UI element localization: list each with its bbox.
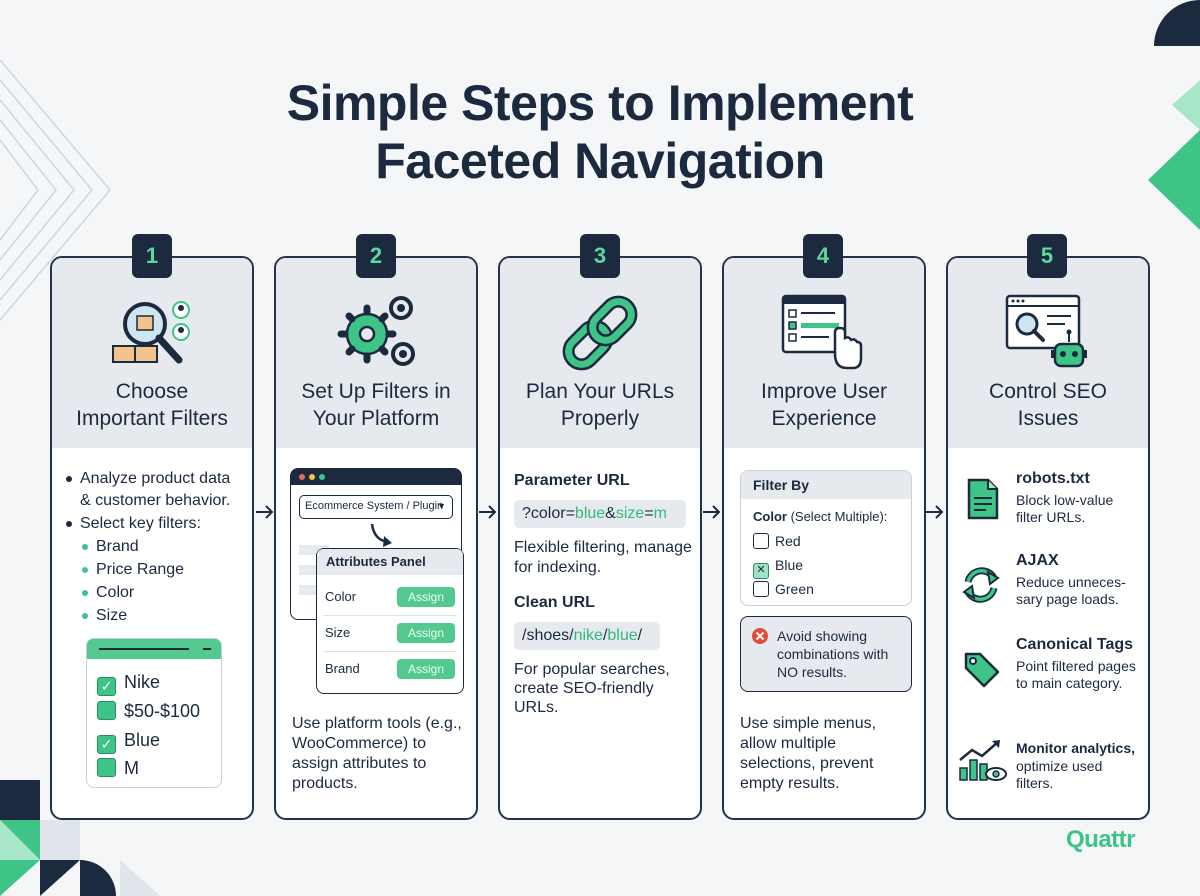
arrow-right-icon	[703, 505, 721, 519]
checkbox-icon[interactable]	[97, 758, 116, 777]
option-red[interactable]: Red	[753, 533, 801, 549]
step-4-title: Improve User Experience	[760, 380, 888, 430]
attributes-panel: Attributes Panel Color Assign Size Assig…	[316, 548, 464, 694]
step-card-4: Improve User Experience Filter By Color …	[722, 256, 926, 820]
step-card-5: Control SEO Issues robots.txt Block low-…	[946, 256, 1150, 820]
attributes-panel-title: Attributes Panel	[317, 549, 463, 575]
checklist-item-m[interactable]: M	[97, 757, 139, 779]
parameter-url-example: ?color=blue&size=m	[514, 500, 686, 528]
attribute-label: Brand	[325, 661, 360, 676]
step-1-bullets: Analyze product data & customer behavior…	[64, 468, 244, 628]
step-2-description: Use platform tools (e.g., WooCommerce) t…	[292, 715, 462, 792]
clean-url-example: /shoes/nike/blue/	[514, 622, 660, 650]
robots-text: Block low-value filter URLs.	[1016, 492, 1114, 525]
canonical-heading: Canonical Tags	[1016, 636, 1134, 653]
checkbox-icon[interactable]	[97, 701, 116, 720]
checkbox-checked-icon[interactable]: ✓	[97, 735, 116, 754]
step-3-badge: 3	[580, 234, 620, 278]
attribute-label: Color	[325, 589, 357, 604]
step-1-badge: 1	[132, 234, 172, 278]
gears-icon	[337, 296, 415, 366]
assign-color-button[interactable]: Assign	[397, 587, 455, 607]
refresh-icon	[962, 567, 1000, 603]
arrow-right-icon	[926, 505, 944, 519]
document-icon	[967, 478, 999, 520]
attribute-label: Size	[325, 625, 351, 640]
filter-by-heading: Filter By	[741, 471, 911, 499]
chevron-down-icon: ▼	[437, 501, 446, 511]
step-2-title: Set Up Filters in Your Platform	[301, 380, 451, 430]
empty-results-warning: Avoid showing combinations with NO resul…	[740, 616, 912, 692]
curved-arrow-icon	[370, 523, 392, 547]
page-title: Simple Steps to Implement Faceted Naviga…	[0, 74, 1200, 190]
robots-heading: robots.txt	[1016, 470, 1090, 487]
step-5-title: Control SEO Issues	[989, 380, 1107, 430]
analytics-heading: Monitor analytics,	[1016, 740, 1136, 756]
step-card-1-header: Choose Important Filters	[52, 258, 252, 448]
checklist-item-price[interactable]: $50-$100	[97, 700, 200, 722]
analytics-icon	[959, 740, 1007, 781]
platform-dropdown[interactable]: Ecommerce System / Plugin ▼	[299, 495, 453, 519]
step-1-title: Choose Important Filters	[76, 380, 228, 430]
ajax-text: Reduce unneces-sary page loads.	[1016, 574, 1126, 607]
step-card-3-header: Plan Your URLs Properly	[500, 258, 700, 448]
error-icon	[752, 628, 768, 644]
checkbox-checked-icon[interactable]: ✓	[97, 677, 116, 696]
list-item: Brand	[64, 536, 244, 558]
brand-logo: Quattr	[1066, 826, 1136, 853]
list-item: Price Range	[64, 559, 244, 581]
browser-robot-icon	[1005, 294, 1087, 368]
title-line-1: Simple Steps to Implement	[286, 75, 914, 131]
parameter-url-description: Flexible filtering, manage for indexing.	[514, 539, 692, 576]
option-blue[interactable]: ✕Blue	[753, 557, 803, 579]
canonical-text: Point filtered pages to main category.	[1016, 658, 1136, 691]
list-item: Analyze product data & customer behavior…	[64, 468, 244, 512]
ajax-heading: AJAX	[1016, 552, 1059, 569]
step-4-badge: 4	[803, 234, 843, 278]
step-card-3: Plan Your URLs Properly Parameter URL ?c…	[498, 256, 702, 820]
step-card-2-header: Set Up Filters in Your Platform	[276, 258, 476, 448]
step-card-1: Choose Important Filters Analyze product…	[50, 256, 254, 820]
parameter-url-heading: Parameter URL	[514, 472, 630, 489]
checklist-item-nike[interactable]: ✓Nike	[97, 671, 160, 696]
checkbox-icon[interactable]	[753, 533, 769, 549]
title-line-2: Faceted Navigation	[375, 133, 825, 189]
color-select-label: Color (Select Multiple):	[753, 509, 888, 524]
panel-header-bar	[87, 639, 221, 659]
list-item: Size	[64, 605, 244, 627]
checkbox-checked-icon[interactable]: ✕	[753, 563, 769, 579]
checkbox-icon[interactable]	[753, 581, 769, 597]
assign-size-button[interactable]: Assign	[397, 623, 455, 643]
filter-by-panel: Filter By Color (Select Multiple): Red ✕…	[740, 470, 912, 606]
arrow-right-icon	[256, 505, 274, 519]
checklist-pointer-icon	[781, 294, 863, 370]
filter-checklist-panel: ✓Nike $50-$100 ✓Blue M	[86, 638, 222, 788]
analytics-text: optimize used filters.	[1016, 758, 1103, 791]
step-4-description: Use simple menus, allow multiple selecti…	[740, 715, 877, 792]
arrow-right-icon	[479, 505, 497, 519]
chain-link-icon	[562, 295, 638, 371]
option-green[interactable]: Green	[753, 581, 814, 597]
assign-brand-button[interactable]: Assign	[397, 659, 455, 679]
step-card-4-header: Improve User Experience	[724, 258, 924, 448]
list-item: Color	[64, 582, 244, 604]
step-card-5-header: Control SEO Issues	[948, 258, 1148, 448]
clean-url-heading: Clean URL	[514, 594, 595, 611]
checklist-item-blue[interactable]: ✓Blue	[97, 729, 160, 754]
magnifier-box-icon	[112, 301, 190, 364]
step-card-2: Set Up Filters in Your Platform Ecommerc…	[274, 256, 478, 820]
step-3-title: Plan Your URLs Properly	[525, 380, 675, 430]
list-item: Select key filters:	[64, 513, 244, 535]
step-2-badge: 2	[356, 234, 396, 278]
clean-url-description: For popular searches, create SEO-friendl…	[514, 661, 670, 716]
step-5-badge: 5	[1027, 234, 1067, 278]
tag-icon	[964, 652, 1000, 688]
